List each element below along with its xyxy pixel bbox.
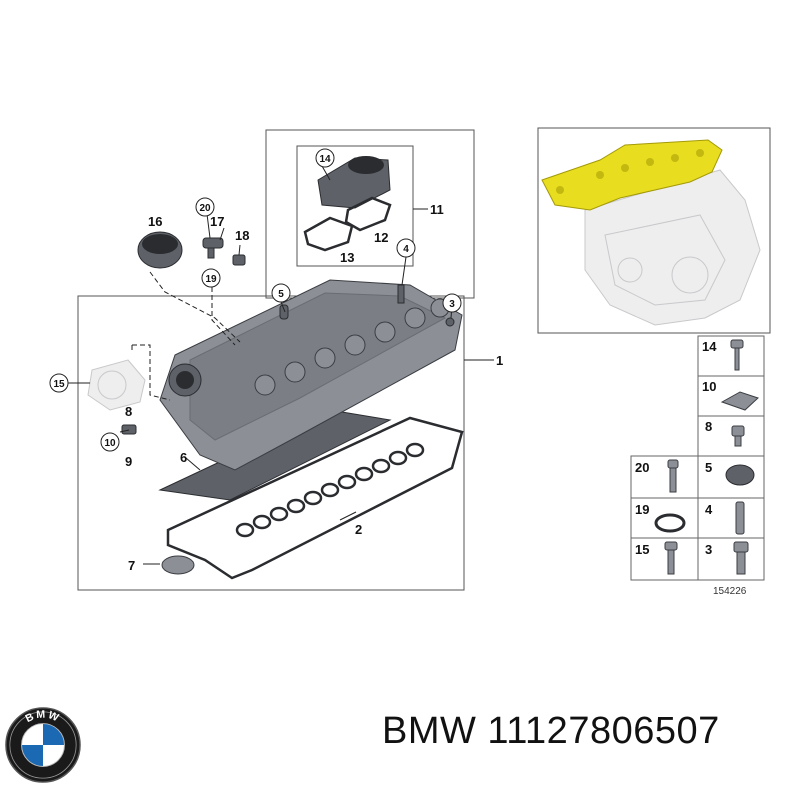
o-ring-icon bbox=[654, 513, 686, 533]
engine-overview-image bbox=[541, 139, 761, 326]
part-12-seal bbox=[344, 196, 392, 232]
callout-3: 3 bbox=[442, 293, 462, 313]
dashed-assembly-lines bbox=[131, 271, 241, 401]
clip-nut-icon bbox=[720, 391, 759, 411]
label-12: 12 bbox=[374, 230, 388, 245]
label-9: 9 bbox=[125, 454, 132, 469]
spark-plug-seal-rings bbox=[235, 442, 425, 538]
label-1: 1 bbox=[496, 353, 503, 368]
oil-cap-subframe bbox=[296, 145, 414, 267]
spacer-sleeve-icon bbox=[735, 501, 745, 535]
label-17: 17 bbox=[210, 214, 224, 229]
label-8: 8 bbox=[125, 404, 132, 419]
table-num-20: 20 bbox=[635, 460, 649, 475]
part-18-connector bbox=[232, 254, 246, 266]
part-17-sensor bbox=[202, 237, 224, 259]
parts-table: 14 10 8 20 5 19 4 15 3 bbox=[630, 335, 765, 597]
screw-icon bbox=[731, 425, 745, 447]
stud-bolt-icon bbox=[667, 459, 679, 493]
svg-text:19: 19 bbox=[205, 274, 217, 285]
label-16: 16 bbox=[148, 214, 162, 229]
table-num-3: 3 bbox=[705, 542, 712, 557]
part-7-cover bbox=[161, 555, 195, 575]
engine-overview-frame bbox=[537, 127, 771, 334]
part-16-oil-cap bbox=[137, 231, 183, 269]
part-8-sensor bbox=[121, 424, 137, 435]
label-13: 13 bbox=[340, 250, 354, 265]
table-num-10: 10 bbox=[702, 379, 716, 394]
table-num-15: 15 bbox=[635, 542, 649, 557]
parts-cell-20 bbox=[630, 455, 699, 499]
bolt-15-icon bbox=[664, 541, 678, 575]
bolt-icon bbox=[730, 339, 744, 371]
label-2: 2 bbox=[355, 522, 362, 537]
callout-14: 14 bbox=[315, 148, 335, 168]
table-num-14: 14 bbox=[702, 339, 717, 354]
part-15-housing bbox=[87, 359, 146, 411]
valve-cover-gasket bbox=[166, 416, 464, 580]
main-assembly-frame bbox=[77, 295, 465, 591]
brand-part-number: BMW 11127806507 bbox=[382, 710, 720, 752]
table-num-19: 19 bbox=[635, 502, 649, 517]
svg-text:3: 3 bbox=[449, 299, 455, 310]
svg-text:4: 4 bbox=[403, 244, 409, 255]
parts-cell-8 bbox=[697, 415, 765, 457]
label-7: 7 bbox=[128, 558, 135, 573]
drawing-number: 154226 bbox=[713, 586, 747, 597]
callout-19: 19 bbox=[201, 268, 221, 288]
part-13-seal bbox=[303, 216, 354, 252]
bushing-icon bbox=[733, 541, 749, 575]
label-11: 11 bbox=[430, 202, 444, 217]
svg-text:5: 5 bbox=[278, 289, 284, 300]
label-6: 6 bbox=[180, 450, 187, 465]
svg-text:20: 20 bbox=[199, 203, 211, 214]
label-18: 18 bbox=[235, 228, 249, 243]
grommet-icon bbox=[725, 464, 755, 486]
svg-text:BMW: BMW bbox=[24, 708, 63, 725]
table-num-8: 8 bbox=[705, 419, 712, 434]
callout-20: 20 bbox=[195, 197, 215, 217]
callout-10: 10 bbox=[100, 432, 120, 452]
parts-cell-3 bbox=[697, 537, 765, 581]
table-num-5: 5 bbox=[705, 460, 712, 475]
callout-5: 5 bbox=[271, 283, 291, 303]
callout-15: 15 bbox=[49, 373, 69, 393]
callout-4: 4 bbox=[396, 238, 416, 258]
svg-text:15: 15 bbox=[53, 379, 65, 390]
bmw-logo: BMW bbox=[5, 707, 81, 783]
table-num-4: 4 bbox=[705, 502, 713, 517]
parts-cell-4 bbox=[697, 497, 765, 539]
part-14-filler-cap bbox=[317, 156, 391, 209]
svg-text:10: 10 bbox=[104, 438, 116, 449]
valve-cover-drawing bbox=[158, 279, 463, 501]
svg-text:14: 14 bbox=[319, 154, 331, 165]
